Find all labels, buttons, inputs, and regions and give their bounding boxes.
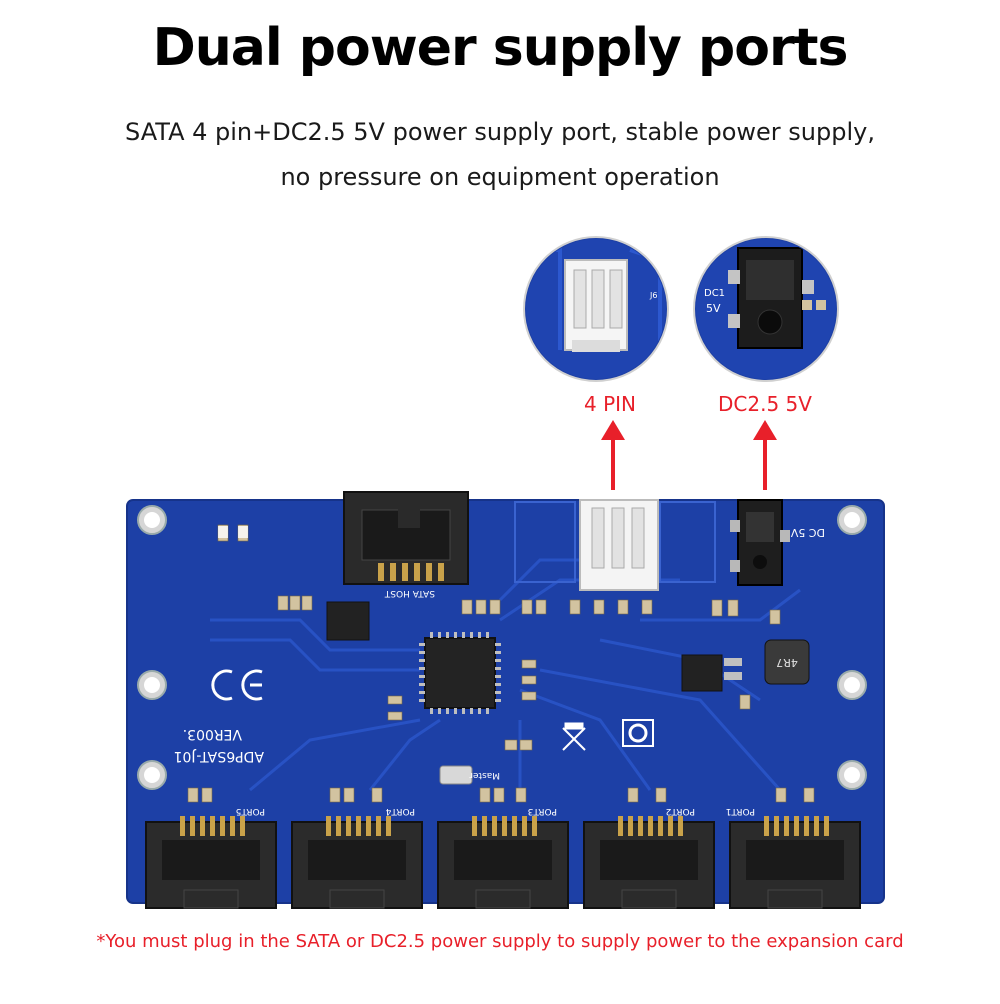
svg-text:5V: 5V — [706, 302, 721, 315]
subtitle-line-1: SATA 4 pin+DC2.5 5V power supply port, s… — [125, 118, 875, 146]
regulator-chip — [681, 654, 723, 692]
dc-5v-silkscreen: DC 5V — [790, 526, 825, 539]
zoom-dc-jack: DC1 5V — [693, 236, 839, 382]
version-silkscreen: VER003. — [183, 726, 242, 742]
port-labels: PORT5 PORT4 PORT3 PORT2 PORT1 — [236, 806, 755, 816]
svg-text:DC1: DC1 — [704, 288, 725, 299]
controller-chip — [419, 632, 501, 714]
sata-host-label: SATA HOST — [384, 588, 435, 598]
callout-arrows — [601, 420, 777, 490]
model-silkscreen: ADP6SAT-J01 — [174, 748, 264, 764]
sata-host-connector: SATA HOST — [343, 491, 469, 598]
zoom-4pin: J6 — [523, 236, 669, 382]
sata-port-4 — [291, 816, 423, 909]
master-silkscreen: Master — [469, 770, 500, 780]
flash-chip — [326, 601, 370, 641]
mounting-holes — [137, 505, 867, 790]
svg-text:4R7: 4R7 — [776, 656, 798, 669]
port2-label: PORT2 — [666, 806, 695, 816]
port3-label: PORT3 — [528, 806, 557, 816]
compliance-marks — [211, 669, 654, 751]
footnote-warning: *You must plug in the SATA or DC2.5 powe… — [96, 931, 904, 952]
sata-port-3 — [437, 816, 569, 909]
page-title: Dual power supply ports — [152, 18, 849, 78]
board-dc-jack: DC 5V — [730, 499, 825, 586]
sata-port-1 — [729, 816, 861, 909]
callout-dc-label: DC2.5 5V — [718, 392, 812, 416]
callout-4pin-label: 4 PIN — [583, 392, 636, 416]
port1-label: PORT1 — [726, 806, 755, 816]
board-4pin-connector — [514, 499, 716, 591]
passive-components — [187, 524, 815, 803]
svg-text:J6: J6 — [649, 291, 657, 300]
arrow-4pin — [601, 420, 625, 440]
inductor: 4R7 — [764, 639, 810, 685]
sata-device-ports — [145, 816, 861, 909]
arrow-dc — [753, 420, 777, 440]
crystal-oscillator — [439, 765, 473, 785]
sata-port-2 — [583, 816, 715, 909]
port4-label: PORT4 — [385, 806, 415, 816]
port5-label: PORT5 — [236, 806, 265, 816]
subtitle-line-2: no pressure on equipment operation — [280, 163, 720, 191]
pcb-board: SATA HOST DC 5V — [126, 491, 885, 909]
sata-port-5 — [145, 816, 277, 909]
